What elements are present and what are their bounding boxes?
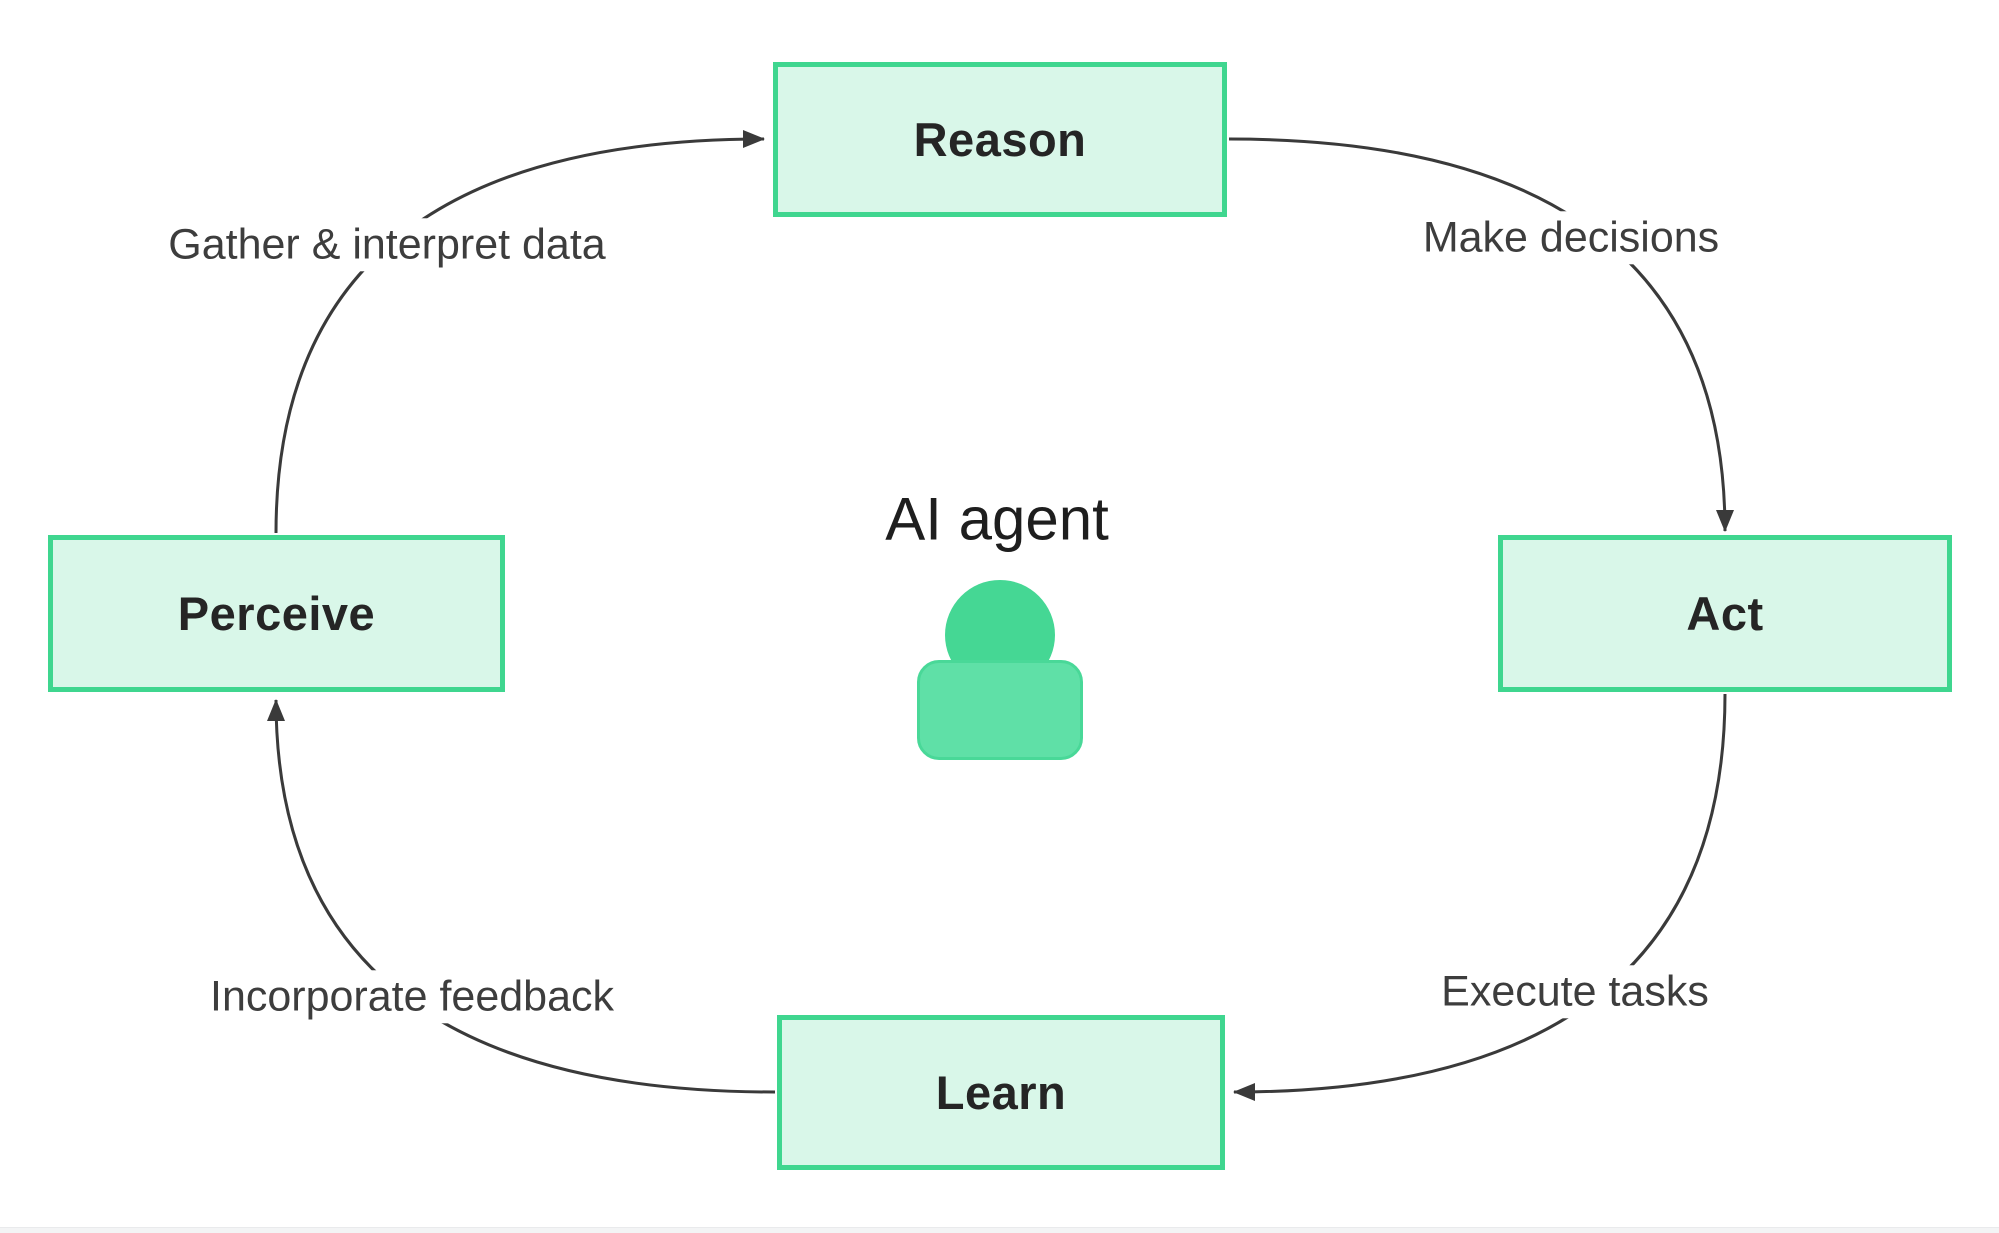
- arrow-perceive-to-reason: [274, 130, 765, 534]
- edge-label-gather-interpret-data: Gather & interpret data: [160, 218, 614, 272]
- page-bottom-strip: [0, 1227, 1999, 1233]
- node-reason: Reason: [773, 62, 1227, 217]
- node-learn: Learn: [777, 1015, 1225, 1170]
- edge-label-incorporate-feedback: Incorporate feedback: [202, 970, 622, 1024]
- node-act-label: Act: [1686, 587, 1764, 640]
- edge-label-execute-tasks: Execute tasks: [1433, 965, 1717, 1019]
- center-title: AI agent: [885, 485, 1109, 553]
- node-perceive: Perceive: [48, 535, 505, 692]
- node-learn-label: Learn: [935, 1066, 1067, 1119]
- person-body-icon: [917, 660, 1083, 760]
- edge-label-make-decisions: Make decisions: [1414, 211, 1728, 265]
- node-reason-label: Reason: [913, 113, 1087, 166]
- node-act: Act: [1498, 535, 1952, 692]
- arrow-reason-to-act: [1228, 137, 1734, 532]
- arrow-act-to-learn: [1233, 693, 1727, 1101]
- node-perceive-label: Perceive: [177, 587, 376, 640]
- arrow-learn-to-perceive: [267, 699, 776, 1094]
